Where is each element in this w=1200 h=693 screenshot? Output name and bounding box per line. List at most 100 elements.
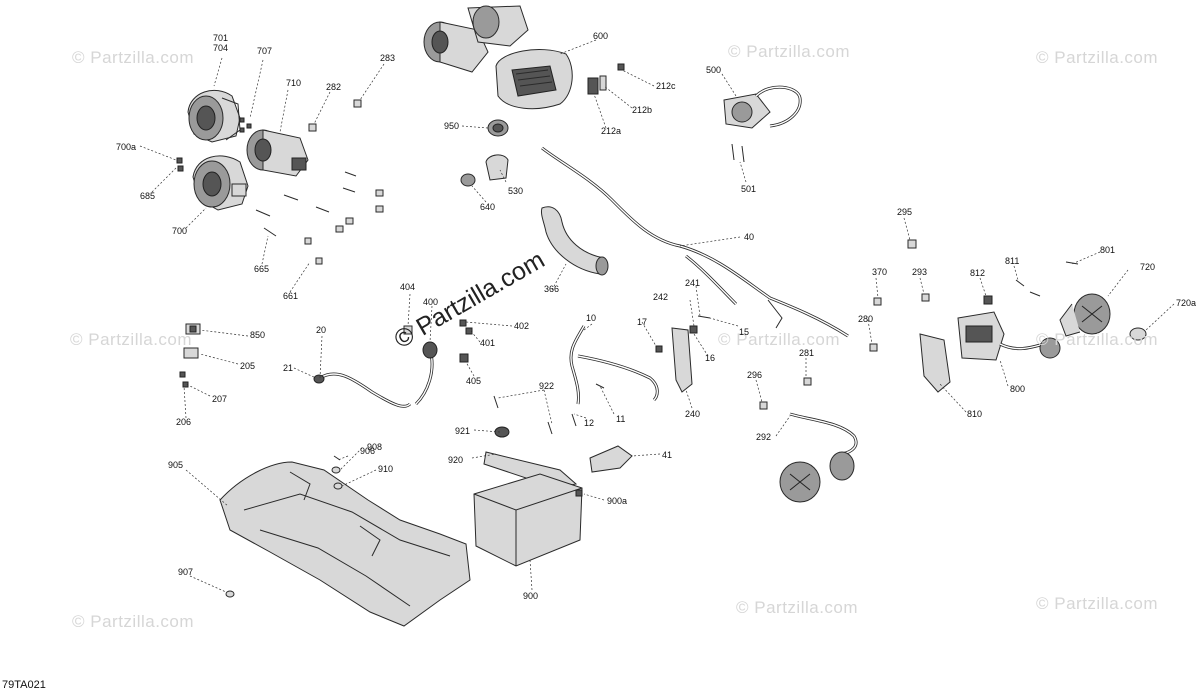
label-41: 41 (662, 450, 673, 460)
label-40: 40 (744, 232, 755, 242)
hardware-center (493, 315, 711, 435)
label-707: 707 (257, 46, 273, 56)
label-910: 910 (378, 464, 394, 474)
label-401: 401 (480, 338, 496, 348)
tray-905 (219, 461, 471, 627)
label-295: 295 (897, 207, 913, 217)
label-282: 282 (326, 82, 342, 92)
label-296: 296 (747, 370, 763, 380)
horn-500 (723, 85, 802, 129)
label-905: 905 (168, 460, 184, 470)
label-922: 922 (539, 381, 555, 391)
label-212b: 212b (632, 105, 653, 115)
cable-20 (313, 372, 412, 408)
label-207: 207 (212, 394, 228, 404)
label-500: 500 (706, 65, 722, 75)
duct-366 (541, 206, 609, 276)
label-21: 21 (283, 363, 294, 373)
hardware-906-910 (225, 455, 343, 598)
projector-module-710 (246, 129, 309, 177)
cable-10 (569, 325, 659, 405)
label-600: 600 (593, 31, 609, 41)
label-812: 812 (970, 268, 986, 278)
pins-501 (731, 143, 745, 163)
label-15: 15 (739, 327, 750, 337)
label-811: 811 (1005, 256, 1020, 266)
fog-light-assembly-top (423, 5, 529, 73)
bulb-720a (1129, 327, 1147, 341)
connector-212 (587, 63, 625, 95)
label-701: 701 (213, 33, 229, 43)
screws-group-left (255, 99, 384, 265)
watermark-text: © Partzilla.com (72, 612, 195, 631)
label-283: 283 (380, 53, 396, 63)
label-281: 281 (799, 348, 815, 358)
main-harness-40 (541, 146, 849, 338)
label-404: 404 (400, 282, 416, 292)
label-240: 240 (685, 409, 701, 419)
battery-900 (473, 473, 583, 567)
drawing-code: 79TA021 (2, 679, 46, 691)
label-704: 704 (213, 43, 229, 53)
label-640: 640 (480, 202, 496, 212)
label-16: 16 (705, 353, 716, 363)
label-900: 900 (523, 591, 539, 601)
label-501: 501 (741, 184, 757, 194)
label-950: 950 (444, 121, 460, 131)
relay-850 (185, 323, 201, 335)
label-720: 720 (1140, 262, 1156, 272)
relay-205 (183, 347, 199, 359)
label-206: 206 (176, 417, 192, 427)
cable-41 (589, 445, 633, 473)
label-907: 907 (178, 567, 194, 577)
bracket-240 (671, 327, 693, 393)
label-800: 800 (1010, 384, 1026, 394)
headlight-housing-700 (192, 155, 249, 211)
label-720a: 720a (1176, 298, 1197, 308)
label-241: 241 (685, 278, 701, 288)
label-700a: 700a (116, 142, 137, 152)
watermark-text: © Partzilla.com (1036, 594, 1159, 613)
label-12: 12 (584, 418, 595, 428)
watermark-text: © Partzilla.com (70, 330, 193, 349)
watermark-text: © Partzilla.com (736, 598, 859, 617)
label-906: 906 (360, 446, 376, 456)
label-10: 10 (586, 313, 597, 323)
label-293: 293 (912, 267, 928, 277)
watermark-text: © Partzilla.com (718, 330, 841, 349)
fuse-207-206 (179, 371, 189, 388)
clip-640 (460, 173, 476, 187)
label-900a: 900a (607, 496, 628, 506)
fog-module-800 (957, 311, 1061, 361)
label-242: 242 (653, 292, 669, 302)
label-11: 11 (616, 414, 626, 424)
label-685: 685 (140, 191, 156, 201)
label-366: 366 (544, 284, 560, 294)
label-850: 850 (250, 330, 266, 340)
label-205: 205 (240, 361, 256, 371)
label-212a: 212a (601, 126, 622, 136)
label-370: 370 (872, 267, 888, 277)
label-801: 801 (1100, 245, 1116, 255)
label-710: 710 (286, 78, 302, 88)
watermark-text: © Partzilla.com (1036, 330, 1159, 349)
bracket-810 (919, 333, 951, 393)
label-810: 810 (967, 409, 983, 419)
label-280: 280 (858, 314, 874, 324)
label-908: 908 (367, 442, 383, 452)
label-402: 402 (514, 321, 530, 331)
label-920: 920 (448, 455, 464, 465)
label-292: 292 (756, 432, 772, 442)
fog-light-720 (1059, 293, 1111, 337)
gauge-cluster-600 (495, 49, 573, 110)
watermark-text: © Partzilla.com (728, 42, 851, 61)
cable-400 (403, 319, 473, 406)
label-530: 530 (508, 186, 524, 196)
label-405: 405 (466, 376, 482, 386)
label-20: 20 (316, 325, 327, 335)
switch-950 (487, 119, 509, 137)
small-hardware-707 (176, 117, 252, 172)
leader-lines (139, 39, 1175, 593)
hardware-right (759, 239, 1079, 410)
